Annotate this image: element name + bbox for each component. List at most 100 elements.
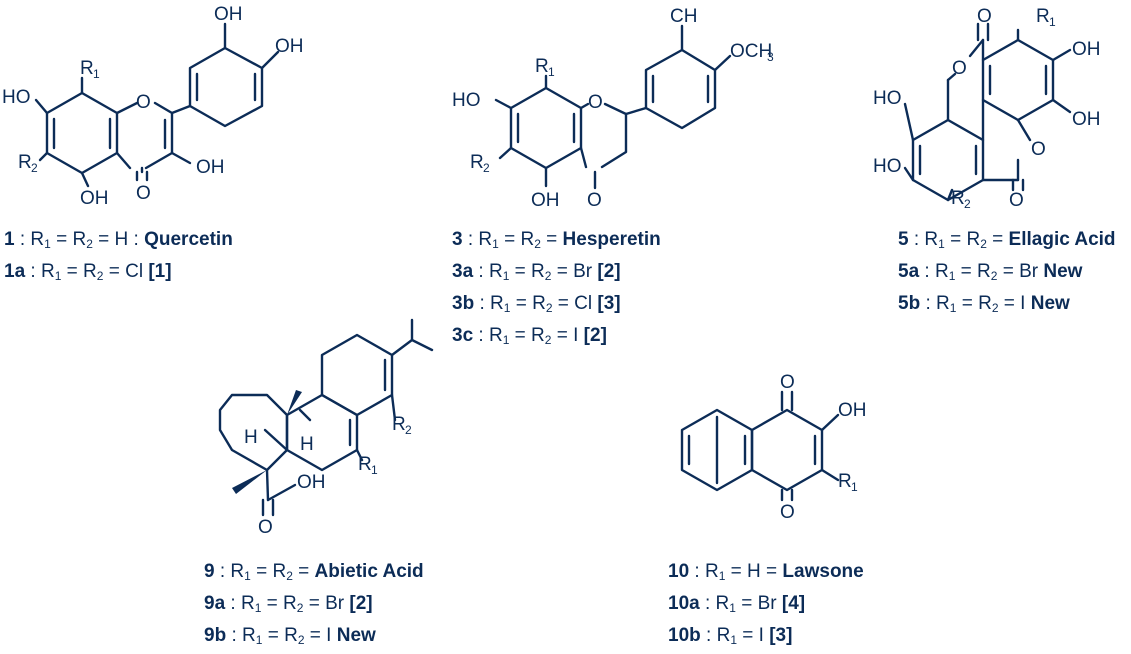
atom-label: R — [535, 56, 549, 77]
compound-name: [2] — [597, 261, 621, 282]
compound-name: New — [336, 625, 376, 646]
atom-label: 2 — [405, 423, 412, 437]
lawsone-ring-quinone — [750, 408, 824, 492]
caption-text: = I — [304, 625, 337, 646]
atom-label: O — [136, 183, 151, 204]
hesperetin-bond — [579, 102, 590, 110]
atom-label: R — [358, 454, 372, 475]
subscript: 1 — [730, 633, 737, 647]
atom-label: O — [1031, 139, 1046, 160]
atom-label: R — [470, 152, 484, 173]
caption-line: 10a : R1 = Br [4] — [668, 590, 864, 622]
atom-label: R — [838, 471, 852, 492]
caption-line: 3 : R1 = R2 = Hesperetin — [452, 226, 661, 258]
caption-line: 10b : R1 = I [3] — [668, 622, 864, 654]
caption-text: = H = — [725, 561, 783, 582]
quercetin-bond — [115, 151, 132, 170]
caption-text: = R — [262, 625, 298, 646]
compound-name: Quercetin — [144, 229, 233, 250]
compound-id: 10a — [668, 593, 700, 614]
subscript: 1 — [729, 601, 736, 615]
caption-line: 5b : R1 = R2 = I New — [898, 290, 1116, 322]
atom-label: HO — [873, 88, 902, 109]
atom-label: OH — [1072, 109, 1101, 130]
abietic-bond — [265, 468, 270, 502]
caption-text: = Br — [997, 261, 1044, 282]
ellagic-bond — [1051, 48, 1072, 62]
ellagic-bond — [946, 72, 957, 82]
subscript: 2 — [86, 237, 93, 251]
caption-line: 9 : R1 = R2 = Abietic Acid — [204, 558, 424, 590]
subscript: 2 — [296, 601, 304, 615]
abietic-bond — [263, 428, 289, 452]
abietic-ring-b — [285, 393, 359, 472]
compound-id: 3c — [452, 325, 474, 346]
compound-id: 9 — [204, 561, 215, 582]
caption-text: : R — [473, 325, 503, 346]
caption-text: : R — [699, 593, 730, 614]
caption-text: = R — [955, 261, 991, 282]
atom-label: R — [1036, 6, 1050, 27]
atom-label: 1 — [548, 65, 555, 79]
compound-id: 10 — [668, 561, 690, 582]
hesperetin-bond — [579, 146, 588, 169]
caption-text: = R — [944, 229, 981, 250]
atom-label: 1 — [371, 463, 378, 477]
caption-text: : R — [689, 561, 719, 582]
subscript: 2 — [297, 633, 305, 647]
quercetin-bond — [170, 104, 192, 115]
atom-label: 2 — [31, 161, 38, 175]
subscript: 1 — [938, 237, 945, 251]
quercetin-bond — [38, 151, 49, 162]
abietic-wedge-bond — [232, 470, 267, 494]
caption-text: = R — [61, 261, 97, 282]
hesperetin-ring-a — [509, 86, 583, 170]
abietic-bond — [390, 338, 414, 357]
caption-text: = R — [509, 325, 545, 346]
atom-label: O — [588, 92, 603, 113]
abietic-bond — [266, 483, 297, 502]
subscript: 2 — [286, 569, 293, 583]
structure-quercetin: OH OH HO R 1 R 2 OH OH O O — [2, 4, 304, 209]
quercetin-bond — [115, 101, 139, 115]
caption-text: = — [292, 561, 315, 582]
ellagic-bond — [903, 166, 915, 182]
hesperetin-bond — [624, 106, 648, 116]
compound-name: Ellagic Acid — [1008, 229, 1116, 250]
atom-label: O — [952, 58, 967, 79]
atom-label: R — [951, 188, 965, 209]
atom-label: 2 — [483, 161, 490, 175]
caption-line: 3a : R1 = R2 = Br [2] — [452, 258, 661, 290]
structure-hesperetin: CH OCH 3 R 1 HO R 2 O OH O — [452, 6, 774, 211]
atom-label: O — [136, 92, 151, 113]
hesperetin-bond — [498, 146, 513, 160]
quercetin-bond — [144, 101, 174, 170]
compound-name: Hesperetin — [562, 229, 661, 250]
atom-label: OCH — [730, 41, 772, 62]
caption-text: = Br — [551, 261, 598, 282]
atom-label: HO — [873, 156, 902, 177]
abietic-bond — [355, 448, 364, 462]
atom-label: R — [80, 58, 94, 79]
atom-label: 3 — [767, 50, 774, 64]
caption-line: 9a : R1 = R2 = Br [2] — [204, 590, 424, 622]
caption-line: 9b : R1 = R2 = I New — [204, 622, 424, 654]
abietic-bond — [298, 408, 312, 422]
compound-name: New — [1043, 261, 1083, 282]
caption-line: 5a : R1 = R2 = Br New — [898, 258, 1116, 290]
caption-text: = I — [998, 293, 1031, 314]
atom-label: 1 — [1049, 15, 1056, 29]
compound-id: 1a — [4, 261, 26, 282]
ellagic-bond — [1016, 118, 1032, 142]
compound-name: New — [1030, 293, 1070, 314]
caption-text: = R — [250, 561, 287, 582]
caption-text: = R — [498, 229, 535, 250]
caption-text: = R — [510, 293, 546, 314]
atom-label: 2 — [964, 197, 971, 211]
caption-text: = I — [737, 625, 770, 646]
structure-lawsone: O OH R 1 O — [680, 372, 867, 523]
ellagic-ring-left — [911, 118, 985, 202]
atom-label: O — [1009, 190, 1024, 211]
atom-label: O — [780, 502, 795, 523]
